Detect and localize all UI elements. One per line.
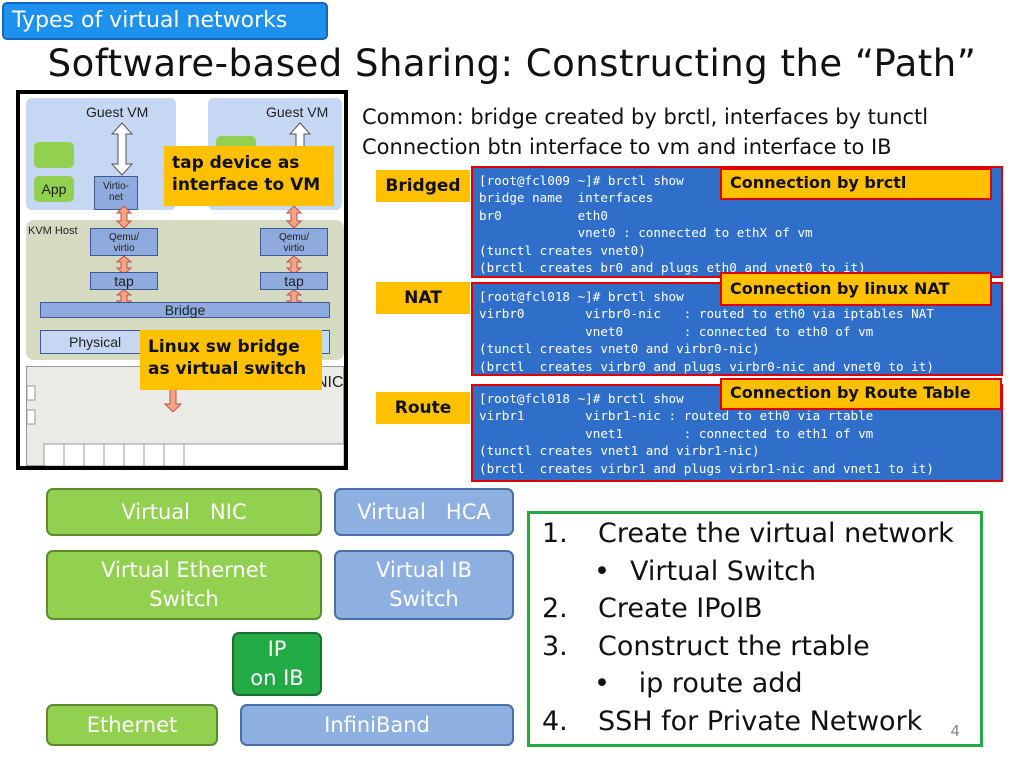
kvm-host-label: KVM Host: [28, 225, 78, 237]
orange-arrow-icon: [116, 256, 132, 274]
connection-bridged: Connection by brctl: [720, 168, 992, 200]
step-item: 1.Create the virtual network: [542, 518, 954, 549]
mode-label-bridged: Bridged: [376, 170, 470, 202]
mode-label-nat: NAT: [376, 282, 470, 314]
virtio-net-box: Virtio- net: [94, 176, 138, 210]
common-line-1: Common: bridge created by brctl, interfa…: [362, 105, 929, 129]
kvm-architecture-diagram: Guest VM Guest VM App Virtio- net KVM Ho…: [16, 90, 348, 470]
steps-list: 1.Create the virtual network •Virtual Sw…: [527, 511, 983, 747]
step-item: 3.Construct the rtable: [542, 630, 870, 662]
double-arrow-icon: [110, 122, 134, 176]
guest-vm-left-label: Guest VM: [86, 104, 149, 120]
terminal-nat: [root@fcl018 ~]# brctl show virbr0 virbr…: [471, 282, 1003, 376]
virtual-ib-switch-box: Virtual IB Switch: [334, 550, 514, 620]
orange-arrow-icon: [286, 256, 302, 274]
common-line-2: Connection btn interface to vm and inter…: [362, 135, 892, 159]
qemu-virtio-right: Qemu/ virtio: [260, 228, 328, 256]
ip-on-ib-box: IP on IB: [232, 632, 322, 696]
step-item: 4.SSH for Private Network: [542, 705, 923, 737]
infiniband-box: InfiniBand: [240, 704, 514, 746]
app-box-blank: [34, 142, 74, 168]
bridge-bar: Bridge: [40, 302, 330, 318]
nic-label: NIC: [316, 374, 344, 391]
guest-vm-right-label: Guest VM: [266, 104, 329, 120]
virtual-nic-box: Virtual NIC: [46, 488, 322, 536]
step-subitem: •Virtual Switch: [594, 555, 817, 587]
step-item: 2.Create IPoIB: [542, 593, 763, 624]
slide-title: Software-based Sharing: Constructing the…: [47, 42, 977, 85]
tap-left: tap: [90, 272, 158, 290]
orange-arrow-icon: [116, 206, 132, 228]
step-subitem: • ip route add: [594, 668, 803, 699]
nic-pins: [26, 385, 344, 466]
tap-right: tap: [260, 272, 328, 290]
virtual-ethernet-switch-box: Virtual Ethernet Switch: [46, 550, 322, 620]
mode-label-route: Route: [376, 392, 470, 424]
section-tag: Types of virtual networks: [2, 2, 328, 40]
orange-arrow-icon: [286, 206, 302, 228]
page-number: 4: [950, 722, 960, 740]
ethernet-box: Ethernet: [46, 704, 218, 746]
qemu-virtio-left: Qemu/ virtio: [90, 228, 158, 256]
connection-route: Connection by Route Table: [720, 378, 1002, 410]
callout-linux-bridge: Linux sw bridge as virtual switch: [140, 330, 322, 390]
app-box: App: [34, 176, 74, 202]
virtual-hca-box: Virtual HCA: [334, 488, 514, 536]
common-notes: Common: bridge created by brctl, interfa…: [362, 102, 1012, 162]
callout-tap-device: tap device as interface to VM: [164, 146, 334, 206]
connection-nat: Connection by linux NAT: [720, 272, 992, 306]
